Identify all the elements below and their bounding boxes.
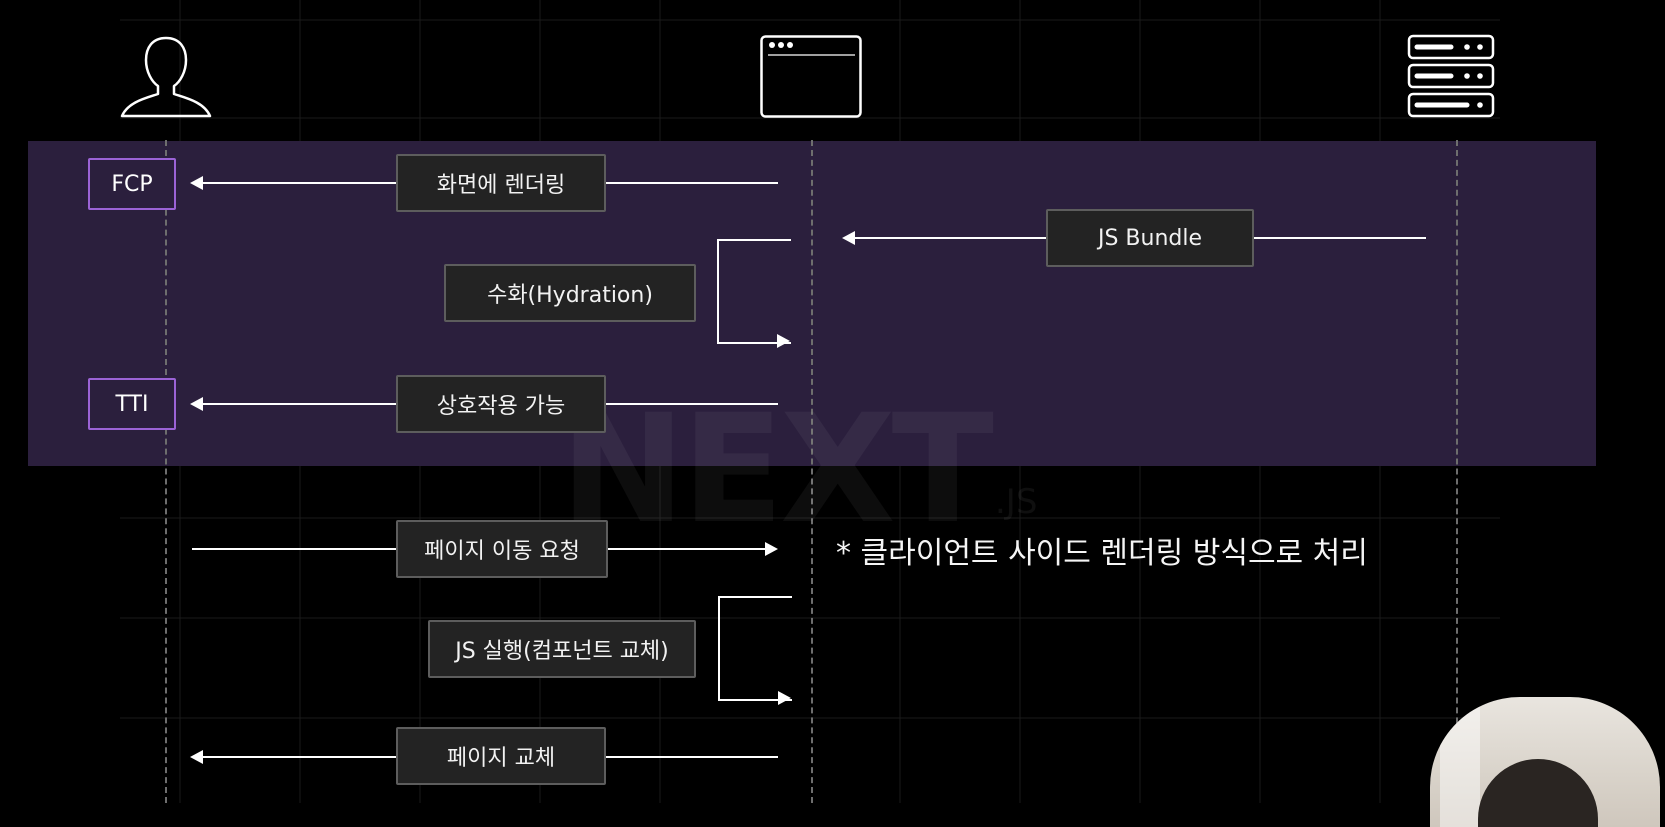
hydration-loop-arrow-head	[777, 334, 790, 348]
browser-lifeline	[811, 140, 813, 803]
server-icon	[1407, 34, 1495, 118]
user-lifeline	[165, 140, 167, 803]
hydration-loop	[717, 239, 791, 344]
presenter-background	[1440, 697, 1480, 827]
person-icon	[120, 36, 212, 118]
nextjs-watermark-sub: .JS	[995, 482, 1038, 522]
page-replace-label: 페이지 교체	[396, 727, 606, 785]
csr-note: * 클라이언트 사이드 렌더링 방식으로 처리	[836, 536, 1368, 571]
hydration-label: 수화(Hydration)	[444, 264, 696, 322]
interactive-label: 상호작용 가능	[396, 375, 606, 433]
render-label: 화면에 렌더링	[396, 154, 606, 212]
nextjs-watermark: NEXT	[560, 383, 994, 557]
js-execute-loop-arrow-head	[778, 691, 791, 705]
browser-window-icon	[760, 35, 862, 118]
page-nav-arrow-head	[765, 542, 778, 556]
render-arrow-head	[190, 176, 203, 190]
js-bundle-arrow-head	[842, 231, 855, 245]
page-nav-label: 페이지 이동 요청	[396, 520, 608, 578]
js-execute-loop	[718, 596, 792, 701]
interactive-arrow-head	[190, 397, 203, 411]
tti-badge: TTI	[88, 378, 176, 430]
js-execute-label: JS 실행(컴포넌트 교체)	[428, 620, 696, 678]
page-replace-arrow-head	[190, 750, 203, 764]
fcp-badge: FCP	[88, 158, 176, 210]
presenter-video	[1430, 697, 1660, 827]
presenter-head	[1478, 759, 1598, 827]
server-lifeline	[1456, 140, 1458, 803]
js-bundle-label: JS Bundle	[1046, 209, 1254, 267]
